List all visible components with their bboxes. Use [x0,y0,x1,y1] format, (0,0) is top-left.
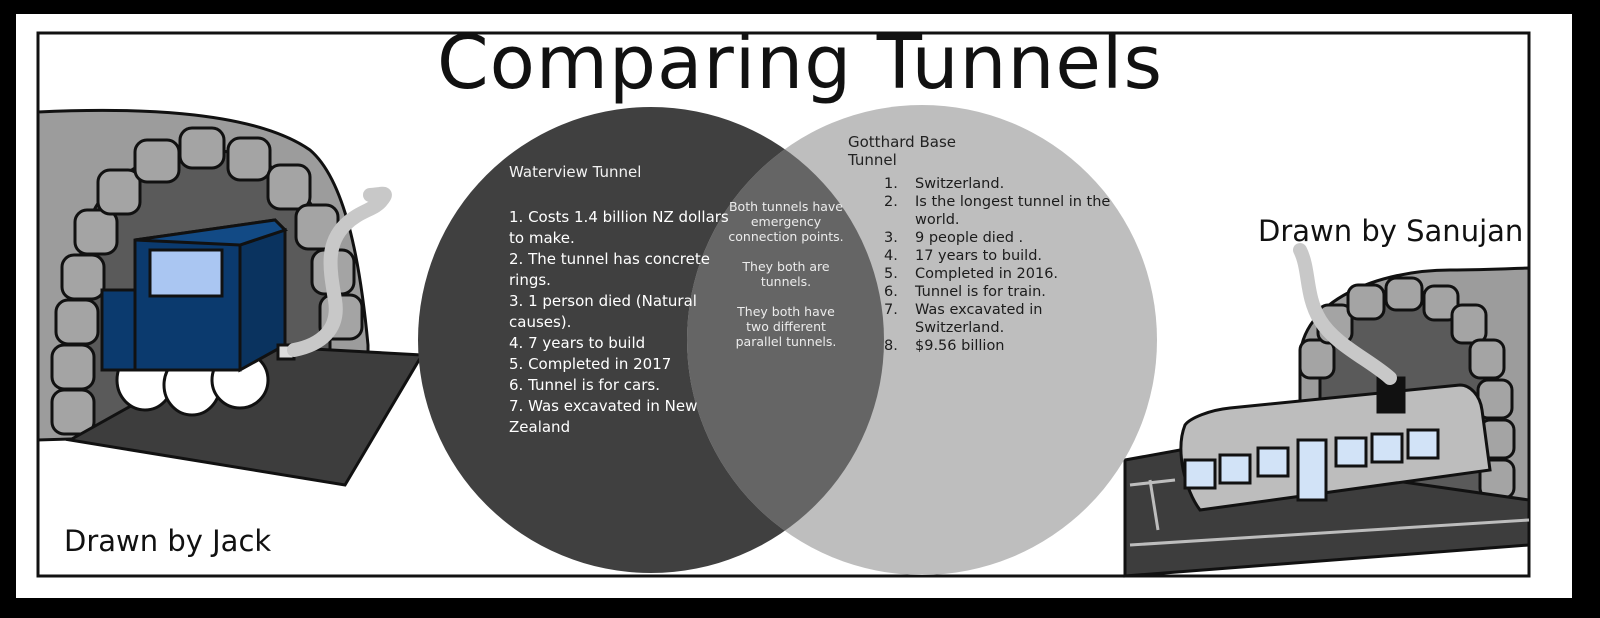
right-list-number: 8. [884,338,898,354]
shared-fact: They both have two different parallel tu… [735,304,837,349]
shared-fact: They both are tunnels. [742,259,830,289]
right-list-text: $9.56 billion [915,338,1005,354]
shared-fact: Both tunnels have emergency connection p… [728,199,844,244]
right-list-number: 6. [884,284,898,300]
blue-truck [100,218,296,417]
left-list-item: 2. The tunnel has concrete rings. [509,250,710,289]
right-list-number: 1. [884,176,898,192]
right-rails [1129,478,1530,547]
right-list-number: 7. [884,302,898,318]
left-list-item: 7. Was excavated in New Zealand [509,397,698,436]
left-list-item: 6. Tunnel is for cars. [509,376,660,394]
left-circle-heading: Waterview Tunnel [509,163,642,181]
right-list-text: 17 years to build. [915,248,1043,264]
right-list-text: Switzerland. [915,176,1005,192]
grey-train [1179,376,1492,512]
train-door [1296,438,1328,502]
right-list-text: 9 people died . [915,230,1024,246]
left-tunnel-illustration [36,108,425,487]
right-tunnel-illustration [1123,243,1531,578]
right-circle-heading: Gotthard Base Tunnel [848,133,956,169]
right-list-item: 7. Was excavated in Switzerland. [884,301,1114,337]
right-list-number: 3. [884,230,898,246]
right-circle-list: 1. Switzerland. 2. Is the longest tunnel in… [884,175,1114,355]
credit-right: Drawn by Sanujan [1258,214,1524,248]
left-circle-list: 1. Costs 1.4 billion NZ dollars to make.… [509,207,739,438]
right-list-number: 2. [884,194,898,210]
right-list-item: 1. Switzerland. [884,175,1114,193]
right-list-item: 6. Tunnel is for train. [884,283,1114,301]
right-list-text: Is the longest tunnel in the world. [915,194,1111,228]
shared-facts: Both tunnels have emergency connection p… [727,199,845,364]
venn-overlap [687,107,884,573]
right-list-text: Completed in 2016. [915,266,1059,282]
left-list-item: 1. Costs 1.4 billion NZ dollars to make. [509,208,729,247]
right-list-number: 4. [884,248,898,264]
right-list-text: Was excavated in Switzerland. [915,302,1043,336]
left-list-item: 4. 7 years to build [509,334,646,352]
truck-window [148,248,224,298]
right-list-item: 2. Is the longest tunnel in the world. [884,193,1114,229]
left-list-item: 3. 1 person died (Natural causes). [509,292,697,331]
left-exhaust-smoke [287,186,392,357]
right-list-item: 3. 9 people died . [884,229,1114,247]
right-list-item: 5. Completed in 2016. [884,265,1114,283]
right-list-item: 4. 17 years to build. [884,247,1114,265]
right-list-item: 8. $9.56 billion [884,337,1114,355]
right-list-number: 5. [884,266,898,282]
right-chimney-smoke [1293,243,1397,385]
right-arch-stones [1298,276,1516,500]
venn-diagram [418,105,1157,575]
credit-left: Drawn by Jack [64,524,272,558]
page-title: Comparing Tunnels [436,20,1164,106]
left-list-item: 5. Completed in 2017 [509,355,672,373]
left-arch-stones [50,126,364,436]
right-list-text: Tunnel is for train. [915,284,1046,300]
